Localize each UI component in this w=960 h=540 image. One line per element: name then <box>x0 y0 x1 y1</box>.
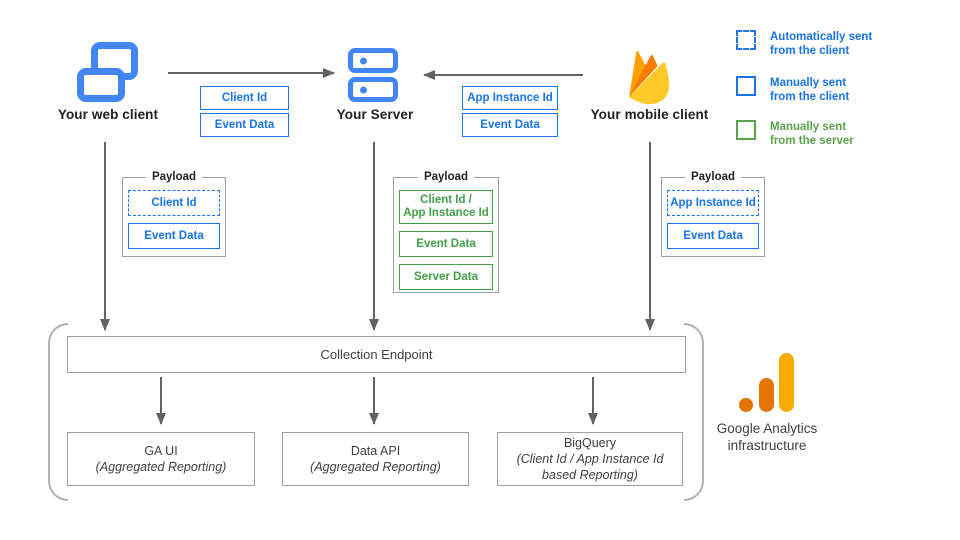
server-led-icon <box>360 57 367 64</box>
legend-label: Manually sent from the client <box>770 77 850 103</box>
output-title: GA UI <box>144 444 178 458</box>
legend-item-manual-client: Manually sent from the client <box>736 76 849 104</box>
flow-chip-app-instance-id: App Instance Id <box>462 86 558 110</box>
payload-chip-event-data: Event Data <box>399 231 493 257</box>
ga-logo-dot <box>739 398 753 412</box>
ga-logo-tall-bar <box>779 353 794 412</box>
solid-green-swatch-icon <box>736 120 756 140</box>
google-analytics-bars-icon <box>737 352 799 414</box>
flow-chip-event-data: Event Data <box>462 113 558 137</box>
server-icon <box>348 48 398 103</box>
legend-item-automatic-client: Automatically sent from the client <box>736 30 872 58</box>
infrastructure-bracket-right <box>684 323 704 501</box>
web-client-label: Your web client <box>57 107 159 122</box>
legend-label: Automatically sent from the client <box>770 31 873 57</box>
legend-label: Manually sent from the server <box>770 121 854 147</box>
payload-chip-client-id: Client Id <box>128 190 220 216</box>
server-label: Your Server <box>336 107 414 122</box>
payload-box-server: Payload Client Id / App Instance Id Even… <box>393 171 499 293</box>
payload-box-web: Payload Client Id Event Data <box>122 171 226 257</box>
server-unit <box>348 77 398 102</box>
legend-item-manual-server: Manually sent from the server <box>736 120 854 148</box>
flow-chip-event-data: Event Data <box>200 113 289 137</box>
web-client-icon <box>77 42 139 102</box>
output-subtitle: (Client Id / App Instance Id based Repor… <box>516 452 664 482</box>
payload-chip-client-or-app-id: Client Id / App Instance Id <box>399 190 493 224</box>
output-subtitle: (Aggregated Reporting) <box>310 460 441 474</box>
flow-chip-client-id: Client Id <box>200 86 289 110</box>
dashed-blue-swatch-icon <box>736 30 756 50</box>
solid-blue-swatch-icon <box>736 76 756 96</box>
mobile-client-label: Your mobile client <box>590 107 709 122</box>
payload-chip-event-data: Event Data <box>128 223 220 249</box>
output-title: BigQuery <box>563 436 617 450</box>
ga-ui-box: GA UI (Aggregated Reporting) <box>67 432 255 486</box>
output-subtitle: (Aggregated Reporting) <box>95 460 227 474</box>
payload-chip-server-data: Server Data <box>399 264 493 290</box>
ga-logo-mid-bar <box>759 378 774 412</box>
firebase-icon <box>629 50 669 105</box>
server-unit <box>348 48 398 73</box>
browser-window-front <box>77 68 125 102</box>
infrastructure-label: Google Analytics infrastructure <box>716 421 818 453</box>
payload-title: Payload <box>690 171 736 183</box>
collection-endpoint-box: Collection Endpoint <box>67 336 686 373</box>
payload-chip-app-instance-id: App Instance Id <box>667 190 759 216</box>
server-led-icon <box>360 86 367 93</box>
output-title: Data API <box>350 444 401 458</box>
payload-title: Payload <box>151 171 197 183</box>
payload-box-mobile: Payload App Instance Id Event Data <box>661 171 765 257</box>
payload-chip-event-data: Event Data <box>667 223 759 249</box>
bigquery-box: BigQuery (Client Id / App Instance Id ba… <box>497 432 683 486</box>
payload-title: Payload <box>423 171 469 183</box>
infrastructure-bracket-left <box>48 323 68 501</box>
data-api-box: Data API (Aggregated Reporting) <box>282 432 469 486</box>
